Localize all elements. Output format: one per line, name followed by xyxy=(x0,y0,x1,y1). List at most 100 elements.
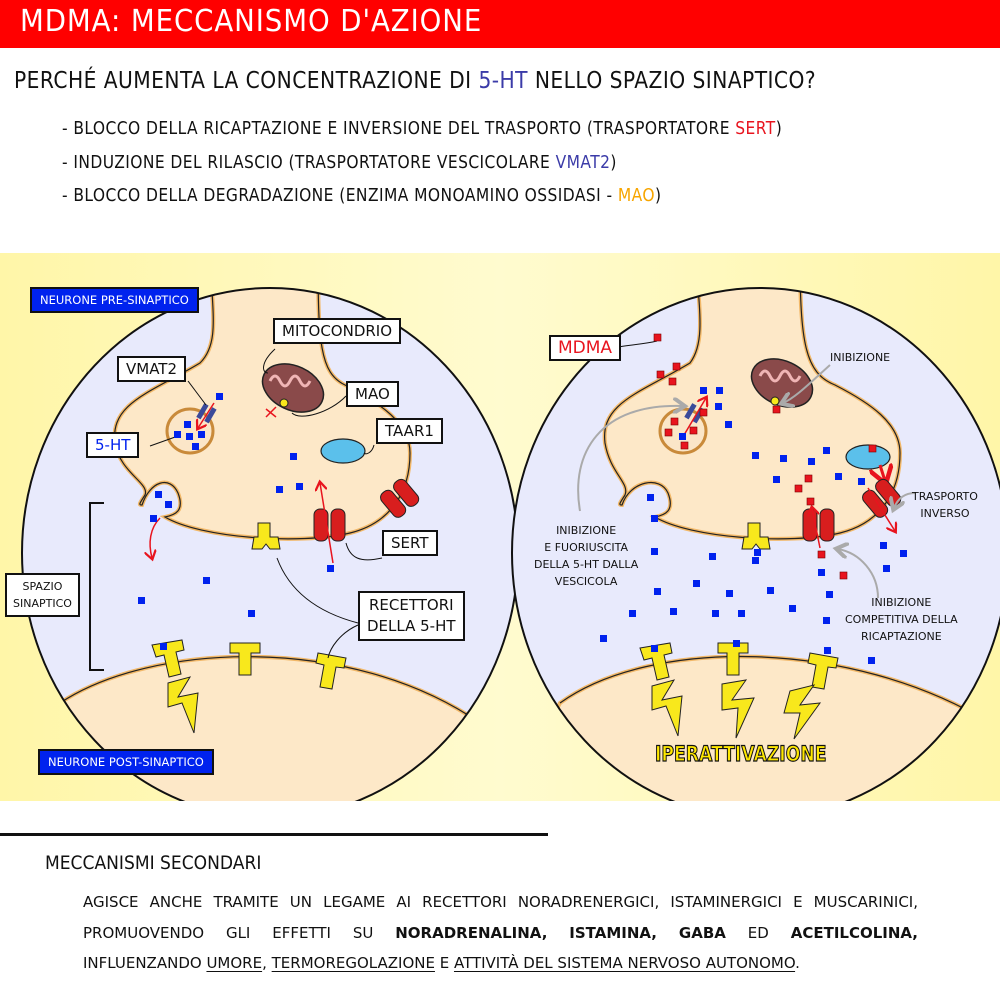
note-line: E FUORIUSCITA xyxy=(544,541,628,554)
mdma-uptake-arrow xyxy=(812,508,821,549)
serotonin-molecule xyxy=(290,453,297,460)
sert-transporter xyxy=(313,508,346,542)
reason-item: - BLOCCO DELLA DEGRADAZIONE (ENZIMA MONO… xyxy=(62,185,661,206)
hyperactivation-label: IPERATTIVAZIONE xyxy=(655,741,828,766)
page-title: MDMA: MECCANISMO D'AZIONE xyxy=(20,4,483,39)
serotonin-molecule xyxy=(192,443,199,450)
mitocondrio-label: MITOCONDRIO xyxy=(273,318,402,344)
note-line: INVERSO xyxy=(920,507,970,520)
serotonin-molecule xyxy=(693,580,700,587)
serotonin-molecule xyxy=(712,610,719,617)
taar1-receptor xyxy=(845,444,891,470)
secondary-mechanisms-title: MECCANISMI SECONDARI xyxy=(45,852,262,874)
autonomic-nervous-system-term: ATTIVITÀ DEL SISTEMA NERVOSO AUTONOMO xyxy=(453,954,796,972)
mdma-molecule xyxy=(817,550,826,559)
serotonin-molecule xyxy=(826,591,833,598)
serotonin-molecule xyxy=(296,483,303,490)
serotonin-molecule xyxy=(752,452,759,459)
serotonin-molecule xyxy=(327,565,334,572)
note-line: COMPETITIVA DELLA xyxy=(845,613,958,626)
serotonin-molecule xyxy=(654,588,661,595)
secondary-text: PROMUOVENDO GLI EFFETTI SU xyxy=(83,924,396,942)
thermoregulation-term: TERMOREGOLAZIONE xyxy=(271,954,435,972)
reason-highlight-sert: SERT xyxy=(735,118,776,139)
reason-highlight-vmat2: VMAT2 xyxy=(555,152,611,173)
note-line: VESCICOLA xyxy=(554,575,618,588)
mdma-molecule xyxy=(680,441,689,450)
serotonin-molecule xyxy=(773,476,780,483)
lightning-icon xyxy=(721,679,755,739)
serotonin-molecule xyxy=(900,550,907,557)
histamine-term: ISTAMINA, xyxy=(569,924,658,942)
reason-end: ) xyxy=(775,118,783,139)
secondary-text: , xyxy=(262,954,272,972)
serotonin-molecule xyxy=(670,608,677,615)
reuptake-inhibition-arrow xyxy=(838,549,879,599)
vmat2-transporter xyxy=(204,407,217,424)
serotonin-molecule xyxy=(780,455,787,462)
postsynaptic-receptor xyxy=(639,642,673,681)
post-synaptic-neuron-label: NEURONE POST-SINAPTICO xyxy=(38,749,214,775)
serotonin-molecule xyxy=(248,610,255,617)
synaptic-space-bracket xyxy=(89,502,104,671)
postsynaptic-receptor xyxy=(807,652,839,690)
serotonin-molecule xyxy=(868,657,875,664)
mdma-molecule xyxy=(839,571,848,580)
serotonin-molecule xyxy=(150,515,157,522)
mdma-molecule xyxy=(868,444,877,453)
vesicle-inhibition-note: INIBIZIONE E FUORIUSCITA DELLA 5-HT DALL… xyxy=(534,522,638,590)
leak-arrow xyxy=(683,398,706,436)
serotonin-molecule xyxy=(835,473,842,480)
serotonin-molecule xyxy=(880,542,887,549)
serotonin-molecules xyxy=(138,393,334,650)
reverse-transport-pointer xyxy=(894,492,916,508)
taar1-label: TAAR1 xyxy=(376,418,443,444)
serotonin-molecule xyxy=(715,403,722,410)
secondary-line-3: INFLUENZANDO UMORE, TERMOREGOLAZIONE E A… xyxy=(83,954,918,972)
secondary-text: . xyxy=(795,954,800,972)
mao-inhibition-arrow xyxy=(783,364,831,403)
serotonin-molecule xyxy=(216,393,223,400)
serotonin-molecule xyxy=(754,549,761,556)
receptors-label-line2: DELLA 5-HT xyxy=(367,617,456,635)
reuptake-inhibition-note: INIBIZIONE COMPETITIVA DELLA RICAPTAZION… xyxy=(845,594,958,645)
secondary-text: ED xyxy=(747,924,769,942)
note-line: INIBIZIONE xyxy=(871,596,932,609)
serotonin-molecule xyxy=(174,431,181,438)
reason-end: ) xyxy=(654,185,662,206)
receptors-label: RECETTORI DELLA 5-HT xyxy=(358,591,465,641)
serotonin-molecule xyxy=(651,548,658,555)
serotonin-molecule xyxy=(818,569,825,576)
vesicle-inhibition-arrow xyxy=(577,406,683,512)
acetylcholine-term: ACETILCOLINA, xyxy=(790,924,919,942)
gaba-term: GABA xyxy=(678,924,726,942)
serotonin-molecule xyxy=(276,486,283,493)
serotonin-molecule xyxy=(733,640,740,647)
mdma-molecule xyxy=(672,362,681,371)
sert-transporter xyxy=(380,478,420,518)
note-line: DELLA 5-HT DALLA xyxy=(534,558,639,571)
synaptic-space-label-line2: SINAPTICO xyxy=(13,597,72,610)
serotonin-molecule xyxy=(738,610,745,617)
serotonin-label: 5-HT xyxy=(86,432,140,458)
serotonin-molecule xyxy=(789,605,796,612)
reason-item: - INDUZIONE DEL RILASCIO (TRASPORTATORE … xyxy=(62,152,617,173)
taar1-receptor xyxy=(320,438,366,464)
mdma-molecule xyxy=(664,428,673,437)
reason-end: ) xyxy=(610,152,617,173)
serotonin-molecule xyxy=(808,458,815,465)
taar1-arrow xyxy=(880,465,885,481)
lightning-icon xyxy=(783,684,822,740)
serotonin-molecule xyxy=(679,433,686,440)
reason-text: - BLOCCO DELLA DEGRADAZIONE (ENZIMA MONO… xyxy=(62,185,618,206)
presynaptic-receptor xyxy=(251,522,281,550)
right-synapse xyxy=(511,287,1000,801)
note-line: INIBIZIONE xyxy=(556,524,617,537)
secondary-line-2: PROMUOVENDO GLI EFFETTI SU NORADRENALINA… xyxy=(83,924,918,942)
release-arrow xyxy=(198,402,215,428)
serotonin-molecule xyxy=(160,643,167,650)
serotonin-molecule xyxy=(823,617,830,624)
question-suffix: NELLO SPAZIO SINAPTICO? xyxy=(527,68,817,94)
reason-text: - INDUZIONE DEL RILASCIO (TRASPORTATORE … xyxy=(62,152,556,173)
reuptake-arrow xyxy=(320,483,334,564)
